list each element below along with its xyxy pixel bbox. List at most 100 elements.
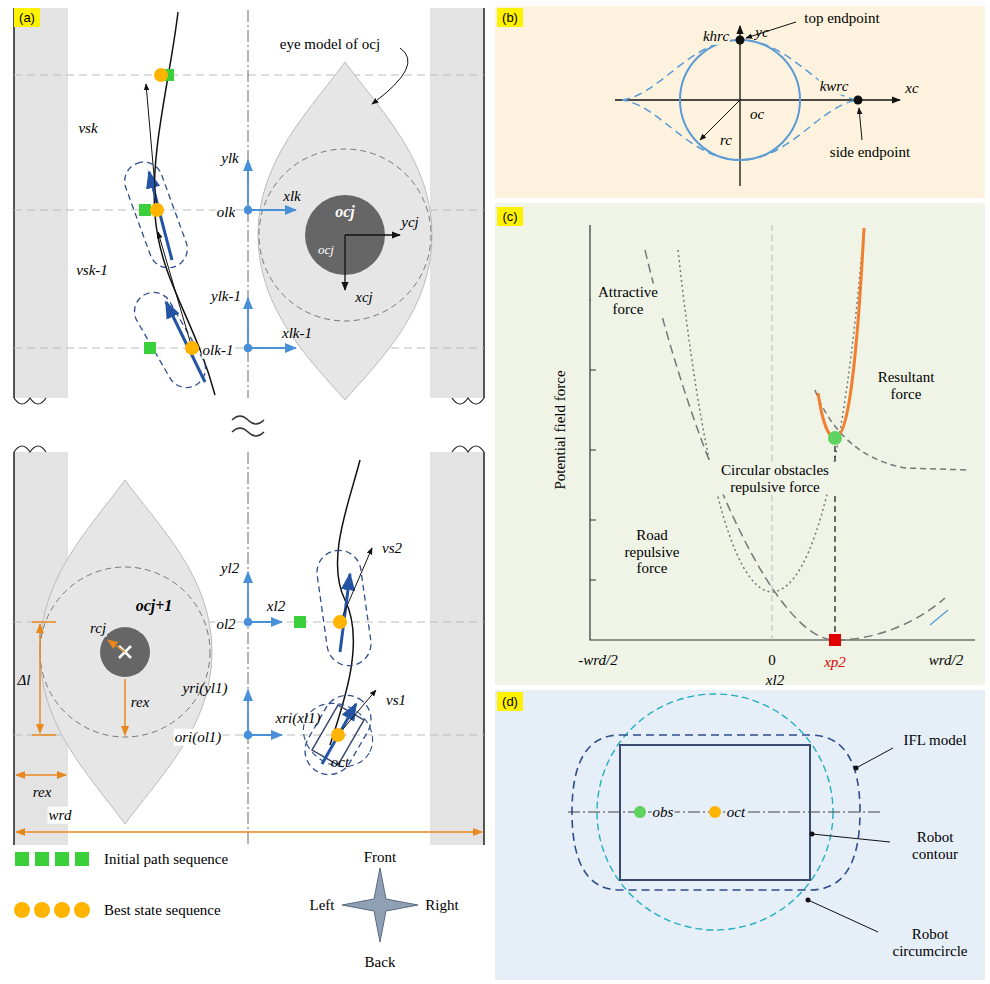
panel-ground-part [495,203,985,685]
symbol-label: ori(ol1) [174,729,223,746]
annotation-label: Front [363,849,398,866]
local-frame-part [247,160,249,210]
eye-model-part [345,234,400,235]
symbol-label: khrc [702,28,730,45]
legend-dot [54,902,70,918]
road-part [430,8,484,398]
symbol-label: yl2 [220,560,240,577]
annotation-label: Right [424,897,459,914]
symbol-label: ycj [400,214,419,231]
road-part [14,8,68,398]
robot-model-part [634,806,646,818]
force-plot-part [590,225,975,640]
eye-model-geometry-part [736,36,745,45]
robot-model [568,694,893,932]
symbol-label: vs2 [381,540,403,557]
panel-tag: (b) [497,8,523,27]
legend-dot [34,902,50,918]
road-part [248,10,249,845]
local-frame-part [245,207,252,214]
legend-swatch [14,901,94,919]
force-plot-part [772,225,773,640]
force-plot-part [815,390,970,470]
path-point-part [333,615,347,629]
dimension-arrow-part [124,679,126,735]
road-part [14,398,484,452]
eye-model-geometry-part [859,108,862,140]
path-point-part [331,728,345,742]
panel-ground-part [495,690,985,980]
local-frame-part [248,347,296,349]
symbol-label: -wrd/2 [577,652,618,669]
symbol-label: ylk-1 [210,288,242,305]
path-point-part [154,68,168,82]
local-frame-part [247,572,249,622]
local-frame-part [245,619,252,626]
legend-square [15,852,29,866]
panel-letter: (a) [19,10,35,25]
annotation-label: Robot circumcircle [884,926,976,959]
path-point-part [150,203,164,217]
robot-model-part [812,834,890,842]
force-plot [590,225,975,646]
symbol-label: xri(xl1) [275,710,322,727]
symbol-label: vsk [77,120,98,137]
symbol-label: wrd [48,807,73,824]
trajectory-part [296,687,380,784]
trajectory-part [338,690,376,735]
symbol-label: oct [330,754,350,771]
path-point [139,68,347,742]
robot-model-part [806,898,811,903]
annotation-label: Attractive force [591,284,665,317]
eye-model-part [40,480,212,824]
annotation-label: IFL model [902,732,967,749]
eye-model-part [344,235,345,290]
eye-model-geometry-part [739,26,740,186]
annotation-label: Road repulsive force [615,527,689,577]
panel-letter: (c) [502,209,518,224]
eye-model-geometry-part [680,40,800,160]
symbol-label: rcj [89,620,107,637]
force-plot-part [930,610,948,625]
annotation-label: Potential field force [552,369,569,490]
robot-model-part [856,748,893,768]
robot-model-part [709,806,721,818]
symbol-label: rex [130,694,151,711]
local-frame-part [248,734,282,736]
symbol-label: xcj [354,289,373,306]
local-frame-part [247,690,249,735]
compass [342,868,418,942]
annotation-label: Resultant force [869,369,943,402]
legend-square [35,852,49,866]
trajectory-part [154,12,215,395]
robot-model-part [808,900,878,932]
trajectory-part [340,548,372,622]
eye-model-part [372,48,408,104]
symbol-label: xp2 [823,654,847,671]
symbol-label: xlk-1 [281,325,313,342]
symbol-label: xl2 [765,672,785,689]
force-plot-part [829,634,841,646]
road-part [232,416,264,436]
trajectory-part [292,691,384,779]
symbol-label: obs [652,804,675,821]
panel-tag: (a) [14,8,40,27]
robot-model-part [854,766,859,771]
legend-entry: Initial path sequence [14,850,228,868]
legend-square [75,852,89,866]
local-frame-part [247,298,249,348]
force-plot-part [645,250,945,640]
local-frame-part [248,621,282,623]
panel-letter: (d) [502,694,518,709]
trajectory-part [314,548,374,669]
trajectory-part [166,302,205,382]
local-frame-part [248,209,296,211]
path-point-part [144,342,156,354]
trajectory-part [119,157,192,273]
annotation-label: top endpoint [803,10,880,27]
symbol-label: oc [749,106,765,123]
legend-dot [14,902,30,918]
panel-letter: (b) [502,10,518,25]
legend-text: Best state sequence [104,902,221,919]
eye-model-geometry-part [622,40,858,160]
